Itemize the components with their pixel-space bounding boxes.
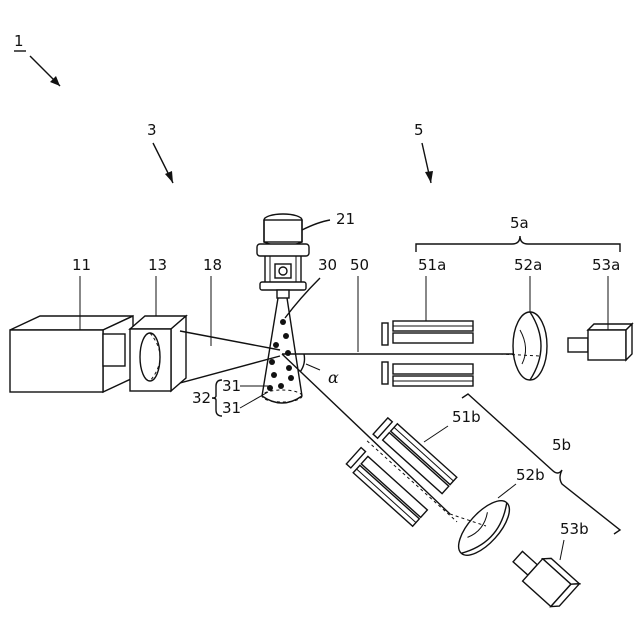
- filter-51b: [345, 416, 479, 546]
- detection-unit-label: 5: [414, 121, 424, 139]
- camera-b-label: 53b: [560, 520, 589, 538]
- lens-a-label: 52a: [514, 256, 542, 274]
- filter-a-label: 51a: [418, 256, 446, 274]
- lens-b-label: 52b: [516, 466, 545, 484]
- filter-b-label: 51b: [452, 408, 481, 426]
- camera-a-label: 53a: [592, 256, 620, 274]
- camera-53a: 53a: [568, 256, 632, 360]
- particle-bottom-label: 31: [222, 399, 241, 417]
- system-label-group: 1: [14, 32, 60, 86]
- lens-52b: [450, 493, 518, 564]
- filter-51a: 51a: [382, 256, 500, 386]
- feeder-21: 21: [257, 210, 355, 298]
- particle-unit-arrowhead: [165, 171, 173, 183]
- particle-stream-30: 30: [262, 256, 337, 403]
- lens-13: 13: [130, 256, 186, 391]
- particle-unit-label-group: 3: [147, 121, 173, 183]
- beam-18-label: 18: [203, 256, 222, 274]
- particle-labels: 31 31 32: [192, 377, 270, 417]
- detection-unit-label-group: 5: [414, 121, 433, 183]
- particle-top-label: 31: [222, 377, 241, 395]
- particle-unit-label: 3: [147, 121, 157, 139]
- particle-group-label: 32: [192, 389, 211, 407]
- lens-13-label: 13: [148, 256, 167, 274]
- light-source-label: 11: [72, 256, 91, 274]
- scattered-light-label: 50: [350, 256, 369, 274]
- system-label: 1: [14, 32, 24, 50]
- feeder-label: 21: [336, 210, 355, 228]
- detector-a-group-label: 5a: [510, 214, 529, 232]
- camera-53b: [508, 541, 580, 611]
- detector-a-bracket: 5a: [416, 214, 620, 252]
- lens-52a: 52a: [500, 256, 547, 380]
- detector-b-group-label: 5b: [552, 436, 571, 454]
- light-source-11: 11: [10, 256, 133, 392]
- particle-stream-label: 30: [318, 256, 337, 274]
- angle-label: α: [328, 368, 339, 387]
- particles: [267, 319, 294, 391]
- detection-unit-arrowhead: [425, 171, 433, 183]
